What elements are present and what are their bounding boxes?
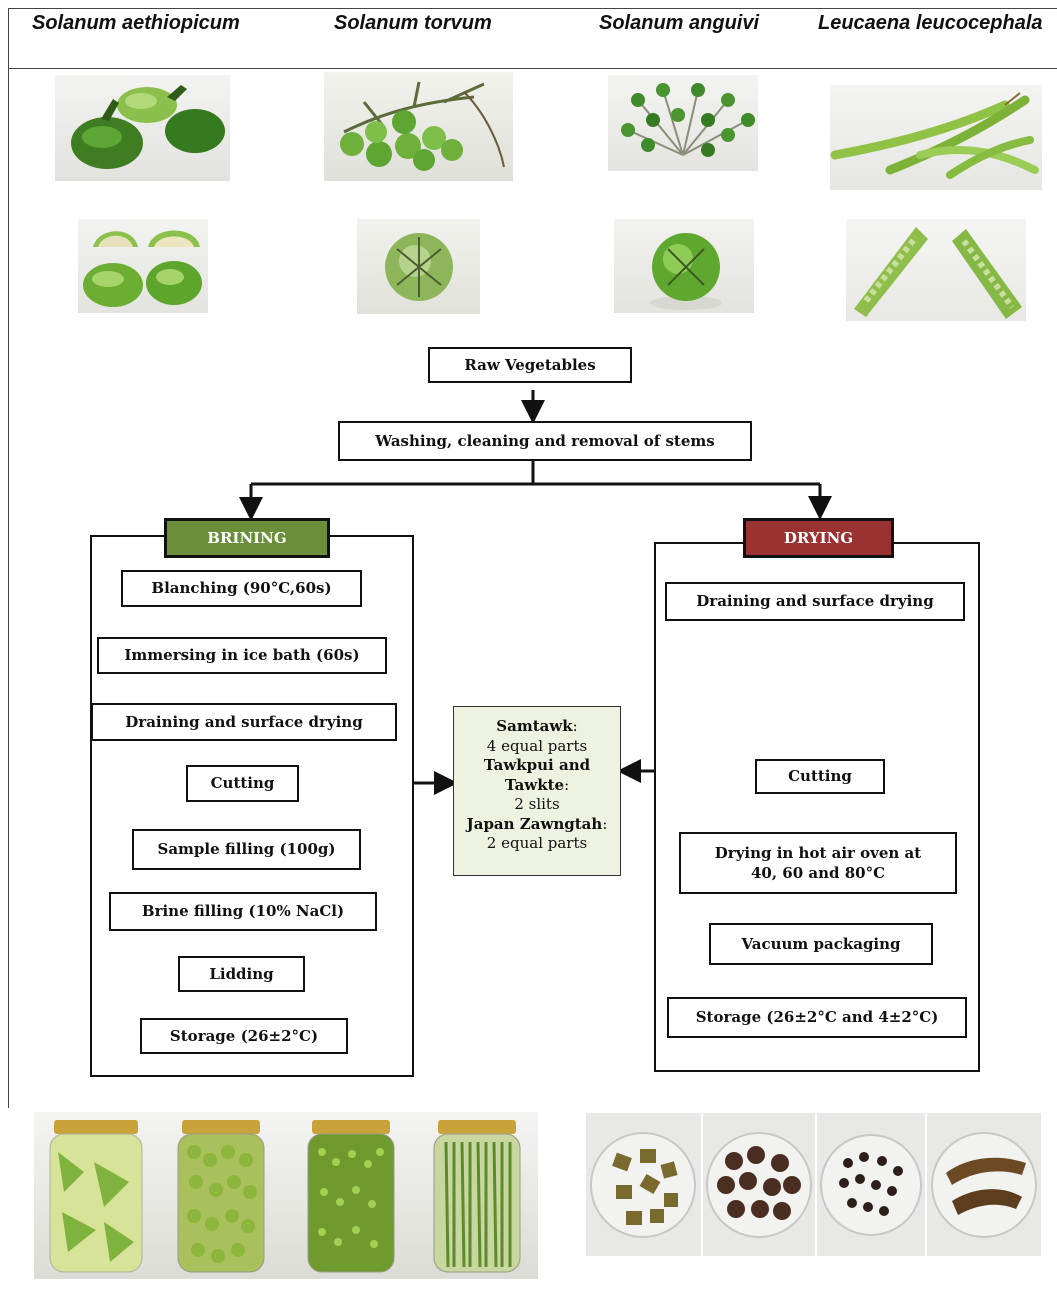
- note-samtawk-value: 4 equal parts: [486, 736, 588, 755]
- brining-step-blanching: Blanching (90°C,60s): [121, 570, 362, 607]
- species-title-3: Solanum anguivi: [599, 12, 760, 34]
- species-title-2: Solanum torvum: [334, 12, 492, 34]
- cutting-note: Samtawk: 4 equal parts Tawkpui and Tawkt…: [453, 706, 621, 876]
- photo-leucaena-whole: [830, 85, 1042, 190]
- drying-step-vacuum: Vacuum packaging: [709, 923, 933, 965]
- brining-step-storage: Storage (26±2°C): [140, 1018, 348, 1054]
- brining-step-sample-filling: Sample filling (100g): [132, 829, 361, 870]
- note-japan-value: 2 equal parts: [486, 834, 588, 852]
- brining-step-lidding: Lidding: [178, 956, 305, 992]
- note-tawkpui-label: Tawkpui and Tawkte: [483, 756, 591, 794]
- species-title-4: Leucaena leucocephala: [818, 12, 1043, 34]
- photo-aethiopicum-cut: [78, 219, 208, 313]
- note-colon-2: :: [564, 775, 570, 794]
- raw-vegetables-box: Raw Vegetables: [428, 347, 632, 383]
- drying-panel: [654, 542, 980, 1072]
- species-title-1: Solanum aethiopicum: [32, 12, 240, 34]
- drying-step-cutting: Cutting: [755, 759, 885, 794]
- brining-step-ice-bath: Immersing in ice bath (60s): [97, 637, 387, 674]
- top-frame-line: [8, 8, 1057, 9]
- brining-header: BRINING: [164, 518, 330, 558]
- brining-step-draining: Draining and surface drying: [91, 703, 397, 741]
- photo-anguivi-cut: [614, 219, 754, 313]
- photo-torvum-cut: [357, 219, 480, 314]
- drying-step-oven: Drying in hot air oven at 40, 60 and 80°…: [679, 832, 957, 894]
- note-japan-label: Japan Zawngtah: [466, 814, 603, 833]
- drying-step-draining: Draining and surface drying: [665, 582, 965, 621]
- drying-step-storage: Storage (26±2°C and 4±2°C): [667, 997, 967, 1038]
- photo-dried-samples: [586, 1113, 1041, 1256]
- photo-anguivi-whole: [608, 75, 758, 171]
- brining-step-brine-filling: Brine filling (10% NaCl): [109, 892, 377, 931]
- header-divider: [8, 68, 1057, 69]
- brining-panel: [90, 535, 414, 1077]
- note-colon-3: :: [602, 814, 608, 833]
- note-tawkpui-value: 2 slits: [514, 795, 560, 813]
- left-frame-line: [8, 8, 9, 1108]
- photo-leucaena-cut: [846, 219, 1026, 321]
- washing-box: Washing, cleaning and removal of stems: [338, 421, 752, 461]
- drying-header: DRYING: [743, 518, 894, 558]
- brining-step-cutting: Cutting: [186, 765, 299, 802]
- photo-brined-jars: [34, 1112, 538, 1279]
- photo-torvum-whole: [324, 72, 513, 181]
- note-samtawk-label: Samtawk: [496, 717, 573, 735]
- photo-aethiopicum-whole: [55, 75, 230, 181]
- note-colon-1: :: [572, 717, 578, 735]
